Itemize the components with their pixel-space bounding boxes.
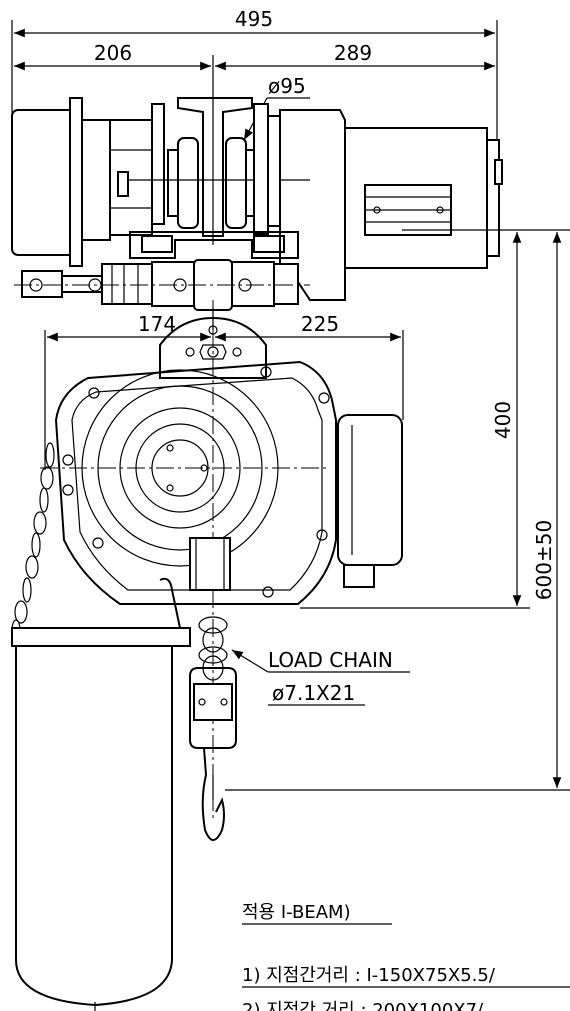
notes-item-2: 2) 지점간 거리 : 200X100X7/ [242,1000,484,1011]
dim-hook-left: 174 [138,312,176,336]
dim-left-width: 206 [94,41,132,65]
notes-item-1: 1) 지점간거리 : I-150X75X5.5/ [242,965,496,986]
dim-height-upper: 400 [491,401,515,439]
load-chain-leader [231,649,410,706]
dim-height-total: 600±50 [532,520,556,600]
notes-block [242,923,570,988]
top-dimension-lines [11,20,498,245]
hoist-body [40,300,403,820]
callout-chain-size: ø7.1X21 [272,681,355,705]
hook-dimension-lines [44,330,404,470]
dim-hook-right: 225 [301,312,339,336]
load-chain-and-hook [189,537,237,841]
dim-overall-width: 495 [235,7,273,31]
trolley-assembly [11,97,503,311]
dim-wheel-diameter: ø95 [268,74,306,98]
dim-right-width: 289 [334,41,372,65]
callout-load-chain: LOAD CHAIN [268,648,393,672]
hand-chain-and-bucket [11,442,191,1011]
notes-title: 적용 I-BEAM) [242,902,351,923]
vertical-dimension-lines [225,229,570,791]
